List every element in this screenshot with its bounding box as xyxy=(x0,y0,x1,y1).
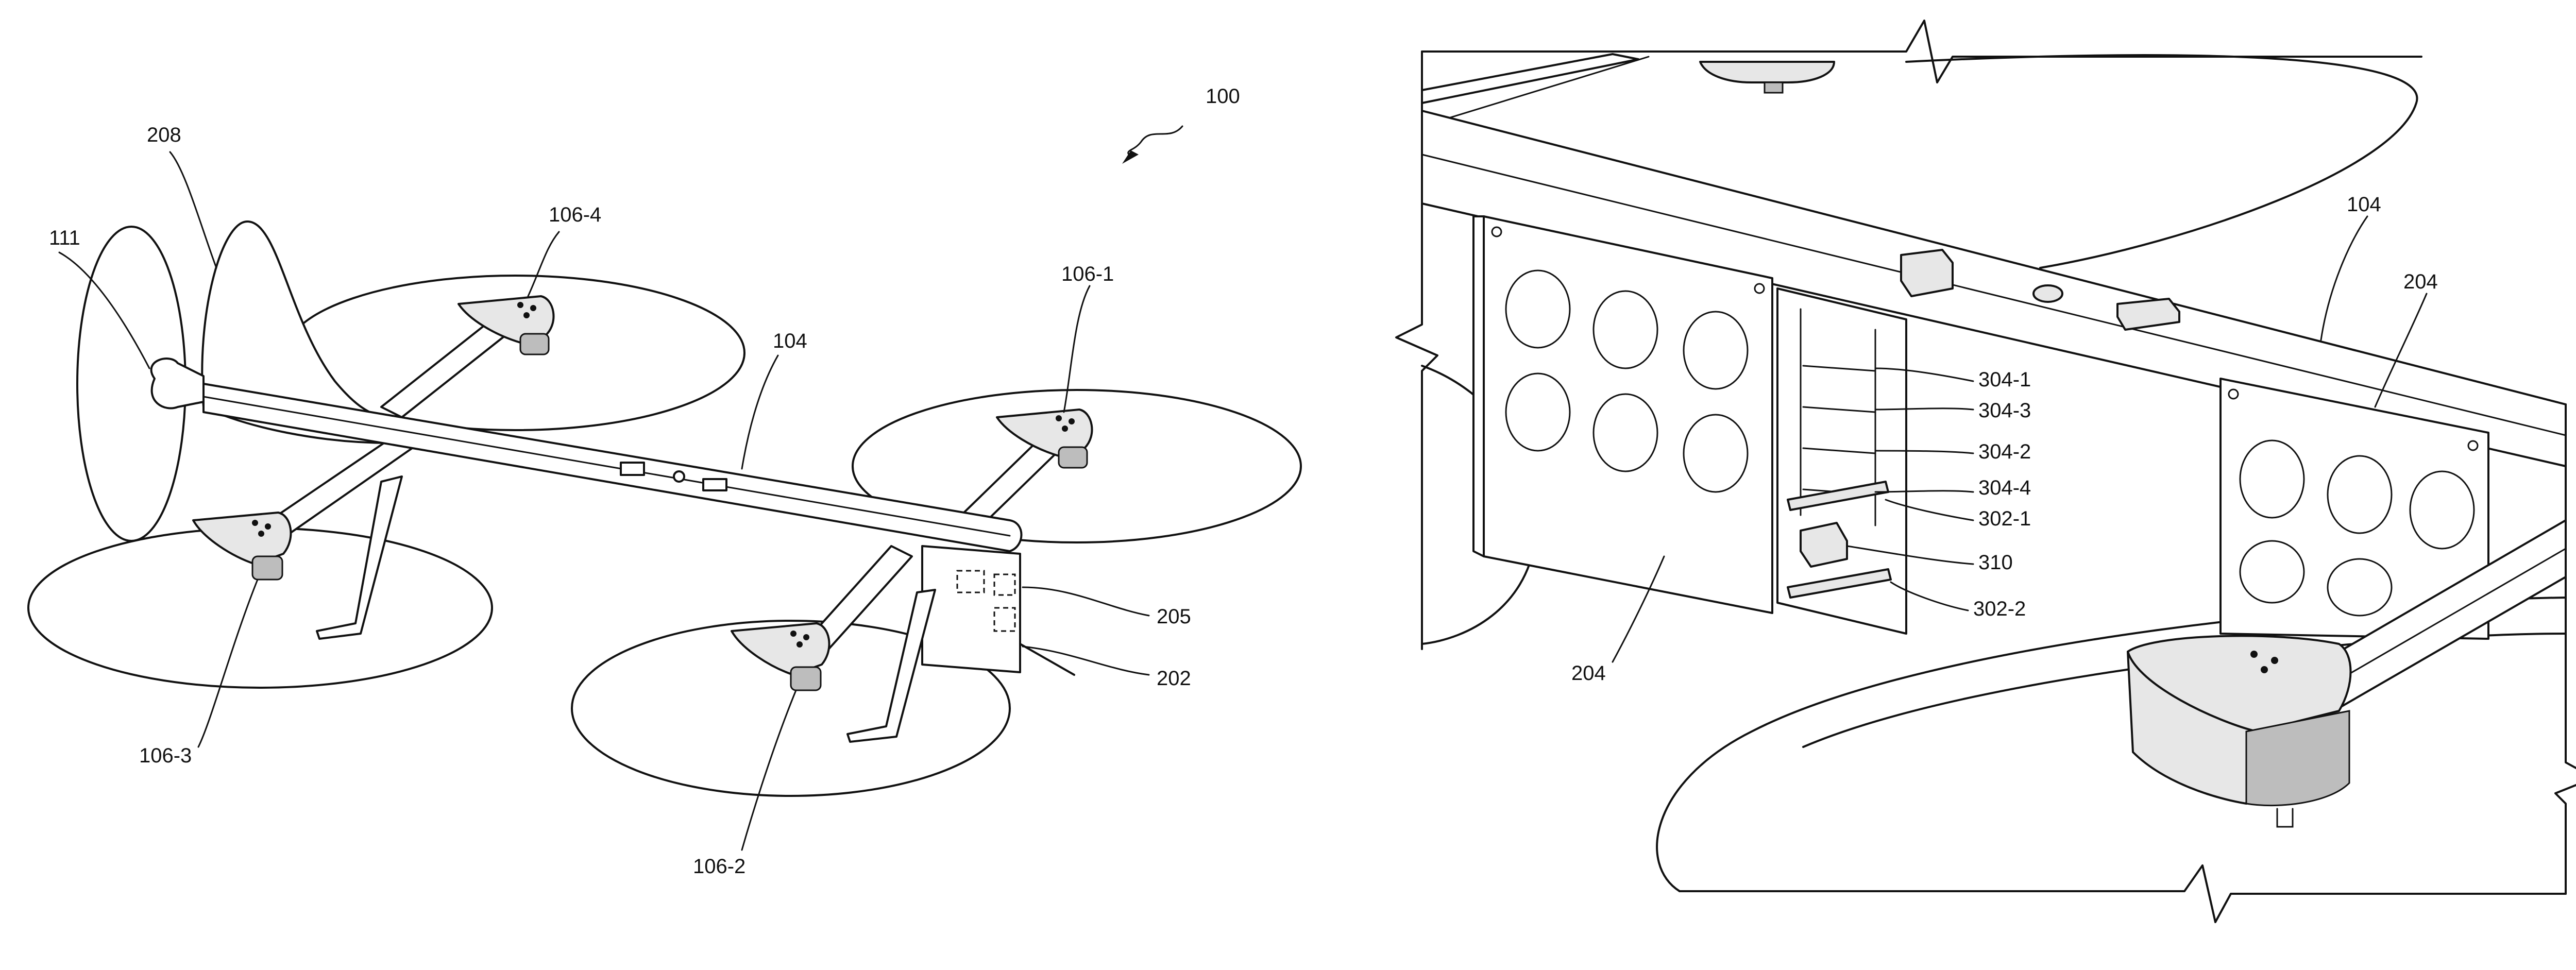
arrow-100 xyxy=(1122,150,1139,164)
upper-hub xyxy=(1700,62,1834,82)
fuselage-box-left xyxy=(621,463,644,475)
propeller-hub-111 xyxy=(151,359,204,408)
label-106-1: 106-1 xyxy=(1061,263,1114,285)
detail-view-figure: 104 204 304-1 304-3 304-2 304-4 302-1 31… xyxy=(1396,21,2576,922)
panel-204-left xyxy=(1484,216,1772,613)
label-104: 104 xyxy=(773,330,807,352)
fuselage-sensor xyxy=(674,471,684,482)
beam-top-block-left xyxy=(1901,250,1953,296)
label-304-1: 304-1 xyxy=(1978,368,2031,391)
label-106-2: 106-2 xyxy=(693,855,745,878)
label-304-2: 304-2 xyxy=(1978,440,2031,463)
label-104-detail: 104 xyxy=(2347,193,2381,216)
label-106-3: 106-3 xyxy=(139,744,192,767)
label-310: 310 xyxy=(1978,551,2013,574)
label-302-2: 302-2 xyxy=(1973,598,2026,620)
antenna-202 xyxy=(1020,644,1074,675)
label-302-1: 302-1 xyxy=(1978,507,2031,530)
beam-top-sensor xyxy=(2033,285,2062,302)
label-204-top: 204 xyxy=(2403,270,2438,293)
detail-motor-pod xyxy=(2128,636,2351,827)
break-line-bottom xyxy=(1680,865,2566,922)
label-208: 208 xyxy=(147,124,181,146)
cartridge-310 xyxy=(1801,523,1847,567)
label-202: 202 xyxy=(1157,667,1191,690)
label-205: 205 xyxy=(1157,605,1191,628)
motor-pod-106-3 xyxy=(193,513,291,580)
payload-housing xyxy=(922,546,1020,672)
upper-rotor-disc xyxy=(1906,55,2417,268)
label-100: 100 xyxy=(1206,85,1240,108)
label-111: 111 xyxy=(49,227,80,249)
arm-106-4 xyxy=(381,319,513,417)
motor-pod-106-2 xyxy=(732,623,829,690)
label-304-3: 304-3 xyxy=(1978,399,2031,422)
label-204-bottom: 204 xyxy=(1571,662,1606,685)
break-line-right xyxy=(2555,404,2576,894)
label-106-4: 106-4 xyxy=(549,203,601,226)
back-rail xyxy=(1422,54,1638,103)
fuselage-box-right xyxy=(703,479,726,490)
label-304-4: 304-4 xyxy=(1978,477,2031,499)
aerial-vehicle-figure: 100 208 111 106-4 106-1 104 205 202 106-… xyxy=(28,85,1301,878)
